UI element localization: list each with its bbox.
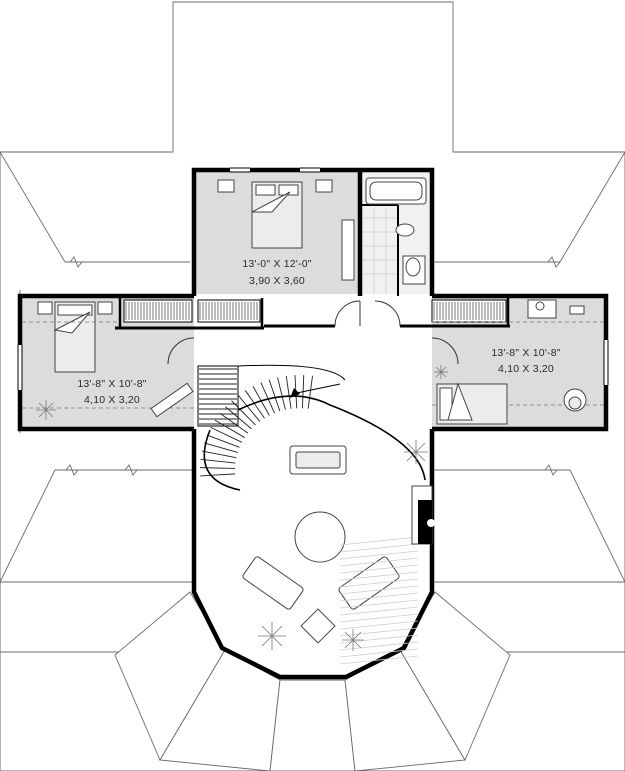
plant-icon: [342, 629, 364, 651]
master-bedroom-dimensions-imperial: 13'-0" X 12'-0": [242, 258, 311, 270]
room-labels: 13'-0" X 12'-0" 3,90 X 3,60 13'-8" X 10'…: [77, 258, 560, 406]
plant-icon: [404, 440, 428, 464]
central-hall: [242, 440, 435, 665]
bathroom-tiles: [362, 208, 398, 294]
closets: [123, 299, 507, 323]
bathroom: [365, 177, 427, 285]
right-bedroom: [432, 299, 604, 425]
right-bedroom-dimensions-metric: 4,10 X 3,20: [498, 363, 554, 375]
right-bedroom-dimensions-imperial: 13'-8" X 10'-8": [491, 347, 560, 359]
sink-icon: [395, 223, 415, 237]
nightstand-icon: [217, 179, 235, 193]
left-bedroom-dimensions-imperial: 13'-8" X 10'-8": [77, 378, 146, 390]
sofa-icon: [338, 556, 400, 610]
desk-icon: [150, 382, 194, 418]
sofa-icon: [242, 556, 304, 610]
nightstand-icon: [37, 301, 53, 315]
plant-icon: [258, 622, 286, 650]
windows: [17, 167, 609, 390]
plant-icon: [36, 400, 56, 420]
nightstand-icon: [97, 301, 113, 315]
left-bedroom-dimensions-metric: 4,10 X 3,20: [84, 394, 140, 406]
master-bedroom: [217, 179, 355, 281]
plant-icon: [434, 365, 448, 379]
coffee-table-icon: [300, 608, 336, 644]
master-bedroom-dimensions-metric: 3,90 X 3,60: [249, 275, 305, 287]
round-table-icon: [294, 511, 346, 563]
staircase-icon: [197, 364, 426, 491]
nightstand-icon: [315, 179, 333, 193]
left-bedroom: [22, 301, 194, 420]
doors: [167, 300, 459, 365]
